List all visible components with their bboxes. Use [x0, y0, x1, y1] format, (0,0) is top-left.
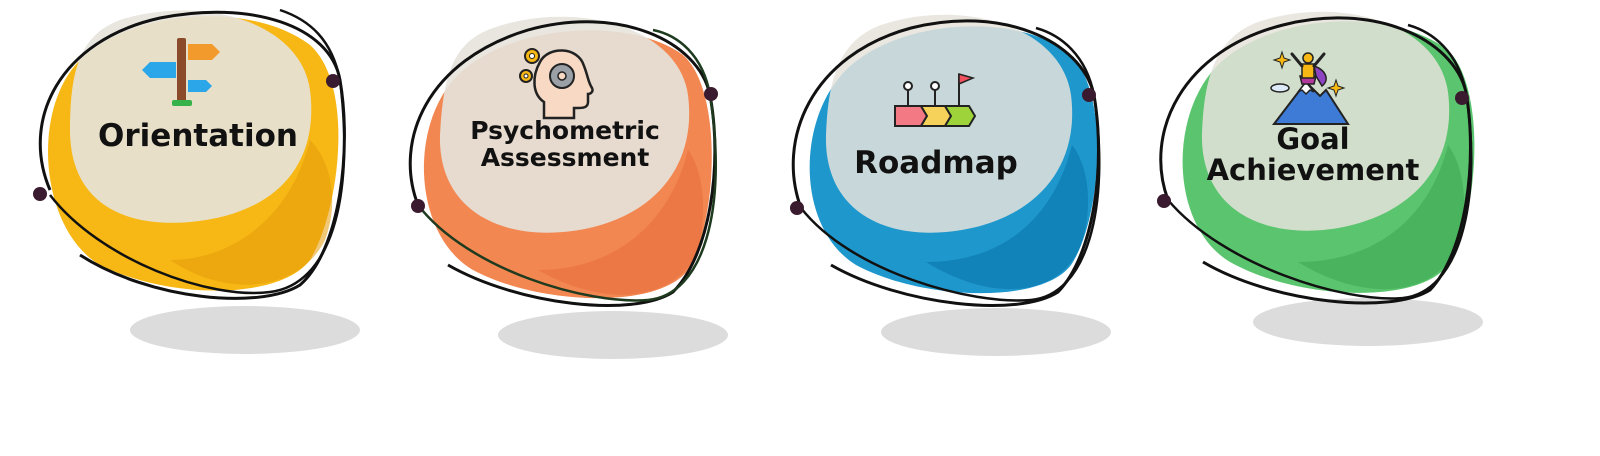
- node-dot: [790, 201, 804, 215]
- roadmap-flag-icon: [893, 68, 977, 148]
- node-dot: [326, 74, 340, 88]
- node-dot: [1157, 194, 1171, 208]
- step-label: Orientation: [88, 118, 308, 154]
- outline-stroke-2: [417, 28, 717, 302]
- overlay-blob: [439, 16, 690, 233]
- step-label-line: Goal: [1276, 122, 1350, 156]
- blob-shape: [1157, 11, 1483, 346]
- head-gears-icon: [518, 42, 598, 122]
- node-dot: [1082, 88, 1096, 102]
- step-psychometric-assessment: Psychometric Assessment: [388, 0, 768, 400]
- mountain-summit-icon: [1270, 46, 1350, 126]
- node-dot: [411, 199, 425, 213]
- step-label-line: Orientation: [98, 118, 298, 154]
- step-label-line: Roadmap: [854, 145, 1018, 181]
- drop-shadow: [881, 308, 1111, 356]
- blob-shape: [790, 14, 1111, 356]
- drop-shadow: [498, 311, 728, 359]
- signpost-icon: [142, 30, 222, 110]
- blob-shape: [408, 16, 728, 359]
- step-label: Psychometric Assessment: [440, 117, 690, 171]
- overlay-blob: [70, 10, 312, 223]
- node-dot: [1455, 91, 1469, 105]
- step-orientation: Orientation: [10, 0, 390, 400]
- outline-stroke-2: [1167, 23, 1473, 300]
- step-roadmap: Roadmap: [776, 0, 1156, 400]
- step-goal-achievement: Goal Achievement: [1148, 0, 1528, 400]
- node-dot: [33, 187, 47, 201]
- step-label-line: Achievement: [1206, 153, 1420, 188]
- step-label-line: Psychometric: [470, 116, 660, 145]
- blob-shape: [33, 8, 360, 354]
- drop-shadow: [130, 306, 360, 354]
- outline-stroke-2: [800, 26, 1101, 302]
- drop-shadow: [1253, 298, 1483, 346]
- step-label: Roadmap: [836, 145, 1036, 181]
- step-label: Goal Achievement: [1203, 122, 1423, 188]
- step-label-line: Assessment: [480, 143, 650, 172]
- node-dot: [704, 87, 718, 101]
- outline-stroke-2: [49, 8, 346, 295]
